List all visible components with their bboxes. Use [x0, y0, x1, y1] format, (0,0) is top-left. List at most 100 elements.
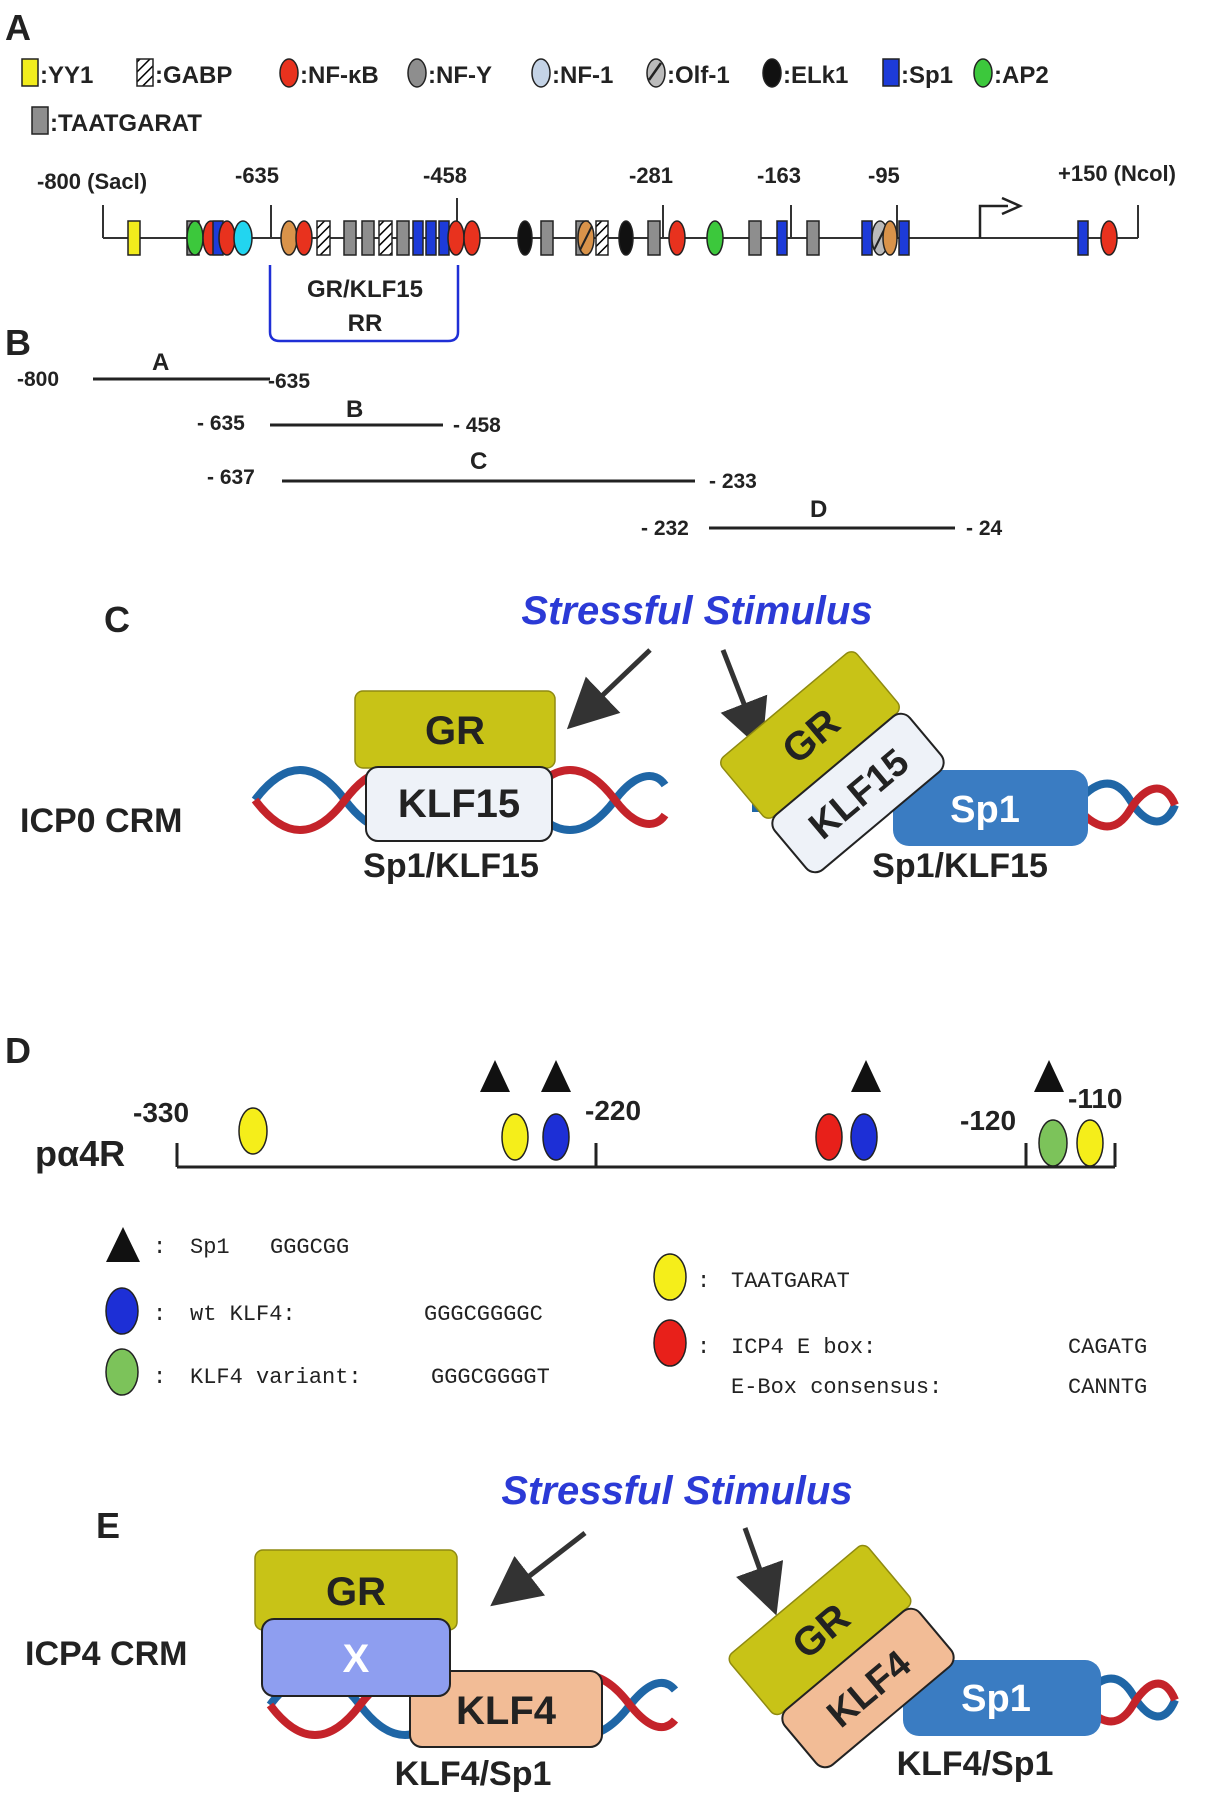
- svg-text:-220: -220: [585, 1095, 641, 1126]
- legend-nf1: :NF-1: [531, 58, 613, 89]
- svg-text:- 458: - 458: [453, 414, 501, 437]
- legend-d-icp4-ebox: : ICP4 E box: CAGATG: [653, 1319, 1147, 1367]
- svg-text:GR: GR: [326, 1570, 386, 1614]
- svg-text:GGGCGGGGT: GGGCGGGGT: [431, 1365, 550, 1390]
- stimulus-arrows-e: [490, 1527, 784, 1616]
- svg-text:-330: -330: [133, 1097, 189, 1128]
- svg-text:-95: -95: [868, 163, 900, 188]
- panel-c-label: C: [104, 599, 130, 640]
- svg-text:D: D: [810, 496, 827, 523]
- promoter-a-sites: [127, 220, 1118, 256]
- svg-text::GABP: :GABP: [155, 62, 232, 89]
- svg-text:-635: -635: [235, 163, 279, 188]
- pa4r-line: [175, 1143, 1117, 1169]
- gr-protein-e-right: GR: [728, 1544, 912, 1716]
- stimulus-label-e: Stressful Stimulus: [501, 1469, 852, 1513]
- panel-e-label: E: [96, 1505, 120, 1546]
- legend-d-wt-klf4: : wt KLF4: GGGCGGGGC: [105, 1287, 543, 1335]
- promoter-a-positions: -800 (Sacl) -635 -458 -281 -163 -95 +150…: [37, 161, 1176, 194]
- legend-yy1: :YY1: [21, 58, 93, 89]
- site-label-c-right: Sp1/KLF15: [872, 847, 1048, 885]
- svg-text::: :: [697, 1335, 710, 1360]
- svg-text::NF-κB: :NF-κB: [300, 62, 379, 89]
- svg-text:- 635: - 635: [197, 412, 245, 435]
- svg-text:Sp1: Sp1: [950, 789, 1020, 831]
- svg-text:-120: -120: [960, 1105, 1016, 1136]
- icp0-crm-label: ICP0 CRM: [20, 802, 182, 840]
- fragment-c: C - 637 - 233: [207, 448, 757, 493]
- fragment-a: A -800 -635: [17, 349, 310, 393]
- pa4r-positions: -330 -220 -120 -110: [133, 1083, 1123, 1136]
- legend-gabp: :GABP: [136, 58, 232, 89]
- icp4-crm-label: ICP4 CRM: [25, 1635, 187, 1673]
- svg-text:GR: GR: [425, 709, 485, 753]
- svg-text:CANNTG: CANNTG: [1068, 1375, 1147, 1400]
- svg-text::: :: [153, 1365, 166, 1390]
- gr-klf15-rr-bracket: GR/KLF15 RR: [268, 265, 460, 343]
- sp1-protein-c-right: Sp1: [893, 770, 1088, 846]
- svg-text:-163: -163: [757, 163, 801, 188]
- svg-text:+150 (Ncol): +150 (Ncol): [1058, 161, 1176, 186]
- legend-ap2: :AP2: [973, 58, 1049, 89]
- legend-d: : Sp1 GGGCGG : wt KLF4: GGGCGGGGC : KLF4…: [105, 1227, 1147, 1400]
- legend-d-klf4-variant: : KLF4 variant: GGGCGGGGT: [105, 1348, 550, 1396]
- svg-text:B: B: [346, 396, 363, 423]
- svg-text:- 233: - 233: [709, 470, 757, 493]
- svg-text:ICP4 E box:: ICP4 E box:: [731, 1335, 876, 1360]
- svg-text:A: A: [152, 349, 169, 376]
- legend-d-taatgarat: : TAATGARAT: [653, 1253, 850, 1301]
- pa4r-label: pα4R: [35, 1133, 125, 1174]
- svg-text::TAATGARAT: :TAATGARAT: [50, 110, 202, 137]
- legend-nfkb: :NF-κB: [279, 58, 379, 89]
- pa4r-sites: [238, 1060, 1104, 1167]
- gr-protein-e-left: GR: [254, 1549, 458, 1631]
- klf4-protein-e-left: KLF4: [409, 1670, 603, 1748]
- gr-protein-c-left: GR: [354, 690, 556, 769]
- svg-text:-458: -458: [423, 163, 467, 188]
- svg-text:wt KLF4:: wt KLF4:: [190, 1302, 296, 1327]
- svg-text:C: C: [470, 448, 487, 475]
- fragment-b: B - 635 - 458: [197, 396, 501, 437]
- svg-text::Olf-1: :Olf-1: [667, 62, 730, 89]
- panel-a-label: A: [5, 7, 31, 48]
- svg-text:- 232: - 232: [641, 517, 689, 540]
- site-label-c-left: Sp1/KLF15: [363, 847, 539, 885]
- legend-olf1: :Olf-1: [646, 58, 730, 89]
- svg-text:- 24: - 24: [966, 517, 1003, 540]
- legend-d-sp1: : Sp1 GGGCGG: [106, 1227, 349, 1262]
- svg-text:CAGATG: CAGATG: [1068, 1335, 1147, 1360]
- svg-text::ELk1: :ELk1: [783, 62, 848, 89]
- svg-text:KLF15: KLF15: [398, 782, 520, 826]
- svg-text::: :: [153, 1235, 166, 1260]
- gr-protein-c-right: GR: [720, 651, 900, 819]
- svg-text:RR: RR: [348, 310, 383, 337]
- svg-text::: :: [153, 1302, 166, 1327]
- svg-text::AP2: :AP2: [994, 62, 1049, 89]
- svg-text::NF-1: :NF-1: [552, 62, 613, 89]
- svg-text:-635: -635: [268, 370, 310, 393]
- svg-text:-281: -281: [629, 163, 673, 188]
- legend-elk1: :ELk1: [762, 58, 848, 89]
- legend-nfy: :NF-Y: [407, 58, 492, 89]
- stimulus-arrows-c: [566, 648, 768, 751]
- svg-text::YY1: :YY1: [40, 62, 93, 89]
- svg-text:X: X: [343, 1637, 370, 1681]
- legend-taatgarat: :TAATGARAT: [31, 106, 202, 137]
- svg-text:TAATGARAT: TAATGARAT: [731, 1269, 850, 1294]
- svg-text::NF-Y: :NF-Y: [428, 62, 492, 89]
- panel-d-label: D: [5, 1030, 31, 1071]
- site-label-e-left: KLF4/Sp1: [395, 1755, 552, 1793]
- legend-d-ebox-consensus: E-Box consensus: CANNTG: [731, 1375, 1147, 1400]
- svg-text:KLF4 variant:: KLF4 variant:: [190, 1365, 362, 1390]
- svg-text:GGGCGGGGC: GGGCGGGGC: [424, 1302, 543, 1327]
- legend-a: :YY1 :GABP :NF-κB :NF-Y :NF-1 :Olf-1 :EL…: [21, 58, 1049, 137]
- svg-text:Sp1: Sp1: [190, 1235, 230, 1260]
- site-label-e-right: KLF4/Sp1: [897, 1745, 1054, 1783]
- svg-text:- 637: - 637: [207, 466, 255, 489]
- svg-text:GR/KLF15: GR/KLF15: [307, 276, 423, 303]
- svg-text:GGGCGG: GGGCGG: [270, 1235, 349, 1260]
- svg-text:E-Box consensus:: E-Box consensus:: [731, 1375, 942, 1400]
- stimulus-label-c: Stressful Stimulus: [521, 589, 872, 633]
- legend-sp1: :Sp1: [882, 58, 953, 89]
- svg-text:KLF4: KLF4: [456, 1689, 557, 1733]
